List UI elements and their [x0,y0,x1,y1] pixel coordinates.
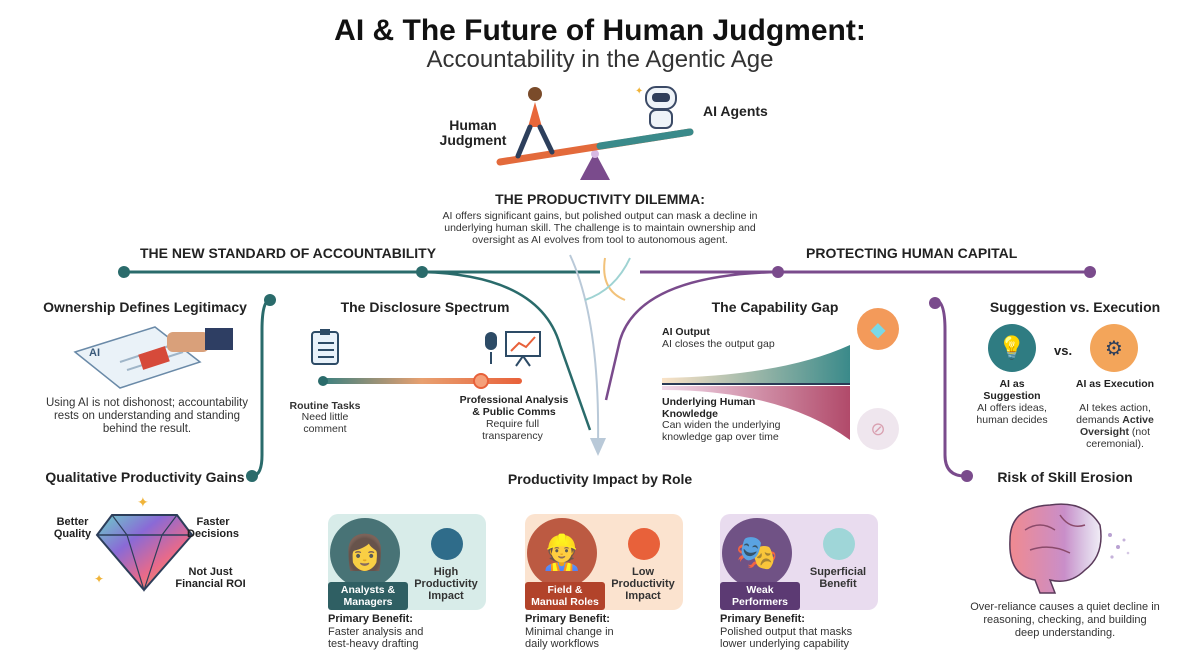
svg-text:✦: ✦ [635,86,643,97]
microphone-icon [480,330,502,371]
right-node-1 [772,266,784,278]
benefit-text: Faster analysis and test-heavy drafting [328,626,424,650]
lightbulb-icon: 💡 [988,324,1036,372]
roles-title: Productivity Impact by Role [507,471,693,487]
seesaw-icon: ✦ [496,86,694,180]
left-node-4 [246,470,258,482]
center-swirl-orange [603,257,626,301]
page-subtitle: Accountability in the Agentic Age [426,46,774,73]
dilemma-title: THE PRODUCTIVITY DILEMMA: [495,191,705,207]
gem-badge-icon: ◆ [857,308,899,350]
spectrum-marker-dot [473,373,489,389]
right-curve-line [604,270,779,401]
diamond-icon: ✦ ✦ [94,494,194,592]
role-figure-icon: 👷 [527,518,597,588]
svg-text:✦: ✦ [94,572,104,586]
role-figure-icon: 🎭 [722,518,792,588]
role-figure-icon: 👩 [330,518,400,588]
benefit-text: Polished output that masks lower underly… [720,626,853,650]
center-swirl-teal [584,257,631,301]
active-oversight-emphasis: Active Oversight [1079,414,1154,438]
benefit-title: Primary Benefit: [525,613,610,625]
brain-illustration [1000,495,1140,600]
qualitative-title: Qualitative Productivity Gains [45,469,245,485]
ownership-text: Using AI is not dishonost; accountabilit… [45,397,248,435]
stamp-document-icon [73,326,233,389]
role-pill-label: Field & Manual Roles [525,582,605,610]
seesaw-human-label: Human Judgment [439,117,507,148]
right-node-3 [929,297,941,309]
left-section-heading: THE NEW STANDARD OF ACCOUNTABILITY [140,245,437,261]
center-arrow-line [569,254,600,446]
suggestion-right-text: AI tekes action, demands Active Oversigh… [1068,402,1162,450]
routine-title: Routine Tasks [289,400,361,412]
execution-text-part-c: (not ceremonial). [1086,426,1151,450]
presentation-chart-icon [504,328,544,373]
capability-title: The Capability Gap [711,299,839,315]
disclosure-spectrum-bar [322,378,522,384]
svg-text:✦: ✦ [137,495,149,510]
gem-illustration: ✦ ✦ [92,494,197,600]
impact-indicator-dot [628,528,660,560]
erosion-text: Over-reliance causes a quiet decline in … [970,601,1160,639]
left-node-1 [118,266,130,278]
ownership-title: Ownership Defines Legitimacy [43,299,247,315]
disclosure-title: The Disclosure Spectrum [340,299,510,315]
role-pill-label: Weak Performers [720,582,800,610]
knowledge-text: Can widen the underlying knowledge gap o… [662,419,781,443]
center-arrow-head [590,438,606,456]
left-vertical-line [251,298,271,478]
seesaw-illustration: ✦ [490,82,710,182]
checklist-icon [310,328,340,371]
role-pill-label: Analysts & Managers [328,582,408,610]
brain-icon [1009,503,1130,594]
gain-not-financial: Not Just Financial ROI [175,566,246,590]
impact-label: High Productivity Impact [414,566,478,602]
gain-better-quality: Better Quality [53,516,92,540]
impact-indicator-dot [431,528,463,560]
ai-stamp-label: AI [89,347,100,359]
ai-output-title: AI Output [662,326,710,338]
suggestion-right-title: AI as Execution [1075,378,1155,390]
left-curve-line [421,270,592,431]
benefit-title: Primary Benefit: [720,613,805,625]
routine-text: Need little comment [301,411,349,435]
impact-label: Superficial Benefit [809,566,867,590]
spectrum-start-dot [318,376,328,386]
right-node-2 [1084,266,1096,278]
seesaw-agents-label: AI Agents [703,103,768,119]
left-node-3 [416,266,428,278]
ownership-illustration [65,322,235,390]
suggestion-left-text: AI offers ideas, human decides [976,402,1048,426]
impact-indicator-dot [823,528,855,560]
execution-text-part-a: AI tekes action, demands [1076,402,1151,426]
ai-output-text: AI closes the output gap [662,338,775,350]
right-node-4 [961,470,973,482]
pro-text: Require full transparency [482,418,543,442]
pro-title: Professional Analysis & Public Comms [459,394,569,418]
page-title: AI & The Future of Human Judgment: [334,14,866,47]
left-node-2 [264,294,276,306]
benefit-title: Primary Benefit: [328,613,413,625]
knowledge-title: Underlying Human Knowledge [662,396,756,420]
robot-arm-icon: ⚙ [1090,324,1138,372]
benefit-text: Minimal change in daily workflows [525,626,614,650]
suggestion-title: Suggestion vs. Execution [989,299,1161,315]
right-section-heading: PROTECTING HUMAN CAPITAL [806,245,1018,261]
erosion-title: Risk of Skill Erosion [997,469,1133,485]
impact-label: Low Productivity Impact [611,566,675,602]
gain-faster-decisions: Faster Decisions [187,516,239,540]
suggestion-left-title: AI as Suggestion [983,378,1041,402]
right-vertical-line [934,298,966,478]
capability-gap-chart [662,340,852,455]
vs-label: vs. [1054,343,1073,358]
fading-gem-icon: ⊘ [857,408,899,450]
dilemma-text: AI offers significant gains, but polishe… [442,210,758,246]
